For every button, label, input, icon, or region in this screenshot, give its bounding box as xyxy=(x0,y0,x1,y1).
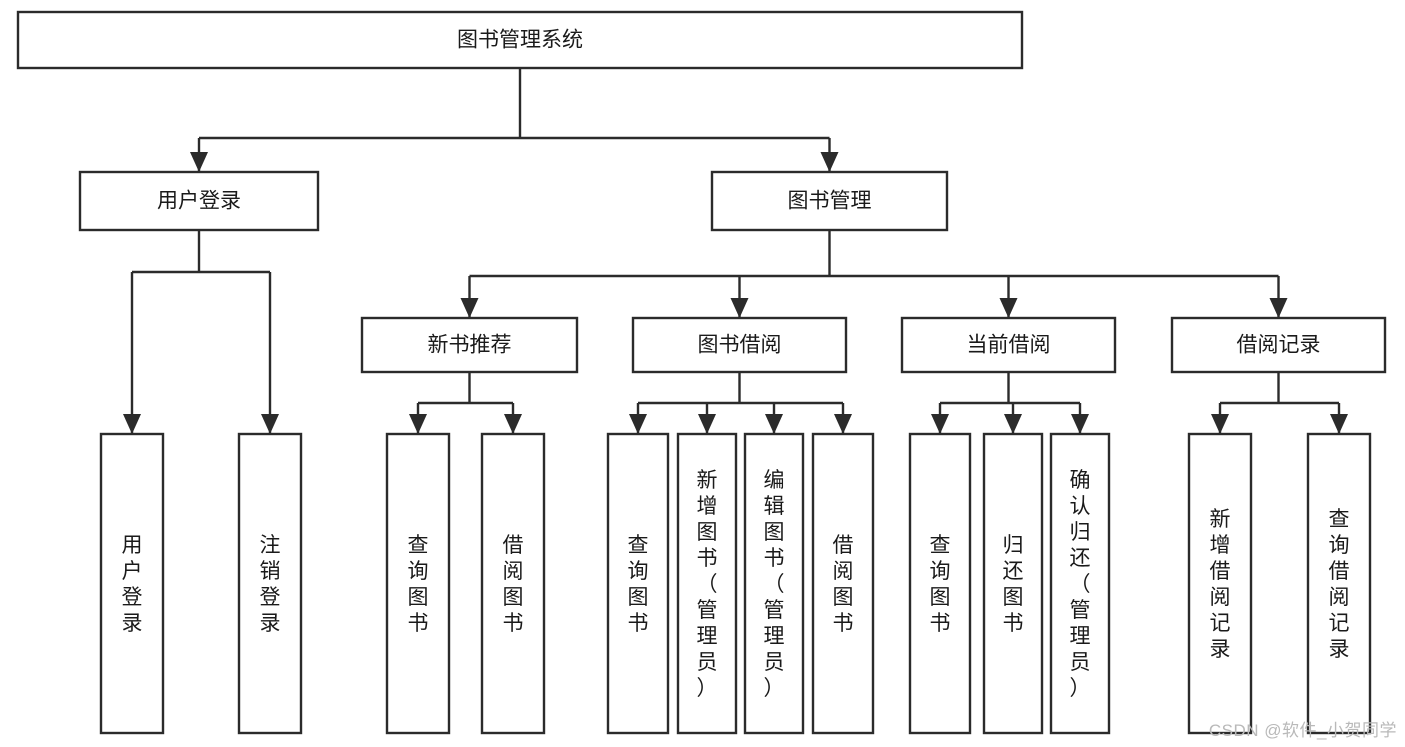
edge-arrowhead xyxy=(504,414,522,434)
node-leaf-query-book-rec[interactable]: 查询图书 xyxy=(385,432,451,735)
node-leaf-add-book[interactable]: 新增图书（管理员） xyxy=(676,432,738,735)
node-box[interactable] xyxy=(710,170,949,232)
node-label: 新书推荐 xyxy=(428,334,512,357)
edge-group xyxy=(123,230,279,434)
edge-arrowhead xyxy=(765,414,783,434)
node-label: 查询图书 xyxy=(930,534,951,635)
node-label: 新增图书（管理员） xyxy=(697,469,718,700)
node-box[interactable] xyxy=(385,432,451,735)
edge-arrowhead xyxy=(698,414,716,434)
edge-arrowhead xyxy=(1330,414,1348,434)
node-label: 注销登录 xyxy=(260,534,281,635)
node-box[interactable] xyxy=(908,432,972,735)
edge-arrowhead xyxy=(1269,298,1288,318)
node-borrow-record[interactable]: 借阅记录 xyxy=(1170,316,1387,374)
edge-arrowhead xyxy=(730,298,749,318)
node-label: 编辑图书（管理员） xyxy=(764,469,785,700)
node-box[interactable] xyxy=(16,10,1024,70)
node-label: 查询图书 xyxy=(408,534,429,635)
edge-arrowhead xyxy=(1211,414,1229,434)
edge-group xyxy=(190,68,839,172)
node-label: 图书管理 xyxy=(788,190,872,213)
node-box[interactable] xyxy=(1049,432,1111,735)
node-box[interactable] xyxy=(982,432,1044,735)
node-box[interactable] xyxy=(480,432,546,735)
edge-arrowhead xyxy=(820,152,839,172)
node-label: 查询图书 xyxy=(628,534,649,635)
node-label: 借阅图书 xyxy=(833,534,854,635)
node-label: 用户登录 xyxy=(157,190,241,213)
node-leaf-return-book[interactable]: 归还图书 xyxy=(982,432,1044,735)
node-book-manage[interactable]: 图书管理 xyxy=(710,170,949,232)
node-leaf-query-record[interactable]: 查询借阅记录 xyxy=(1306,432,1372,735)
node-user-login[interactable]: 用户登录 xyxy=(78,170,320,232)
edge-group xyxy=(409,372,522,434)
node-box[interactable] xyxy=(78,170,320,232)
node-box[interactable] xyxy=(676,432,738,735)
node-label: 图书借阅 xyxy=(698,334,782,357)
edge-group xyxy=(931,372,1089,434)
node-book-borrow[interactable]: 图书借阅 xyxy=(631,316,848,374)
node-leaf-query-book-cur[interactable]: 查询图书 xyxy=(908,432,972,735)
edge-arrowhead xyxy=(123,414,141,434)
node-leaf-borrow-book-rec[interactable]: 借阅图书 xyxy=(480,432,546,735)
node-label: 图书管理系统 xyxy=(457,29,583,52)
edge-arrowhead xyxy=(261,414,279,434)
node-leaf-user-logout[interactable]: 注销登录 xyxy=(237,432,303,735)
node-box[interactable] xyxy=(606,432,670,735)
node-label: 借阅记录 xyxy=(1237,334,1321,357)
node-label: 归还图书 xyxy=(1003,534,1024,635)
node-label: 确认归还（管理员） xyxy=(1070,469,1091,700)
node-layer: 图书管理系统用户登录图书管理新书推荐图书借阅当前借阅借阅记录用户登录注销登录查询… xyxy=(16,10,1387,735)
node-new-book-rec[interactable]: 新书推荐 xyxy=(360,316,579,374)
node-box[interactable] xyxy=(1170,316,1387,374)
node-current-borrow[interactable]: 当前借阅 xyxy=(900,316,1117,374)
edge-arrowhead xyxy=(460,298,479,318)
node-leaf-query-book-borrow[interactable]: 查询图书 xyxy=(606,432,670,735)
edge-arrowhead xyxy=(834,414,852,434)
node-label: 新增借阅记录 xyxy=(1210,508,1231,661)
node-box[interactable] xyxy=(99,432,165,735)
node-box[interactable] xyxy=(631,316,848,374)
node-label: 查询借阅记录 xyxy=(1329,508,1350,661)
node-root[interactable]: 图书管理系统 xyxy=(16,10,1024,70)
edge-arrowhead xyxy=(999,298,1018,318)
node-box[interactable] xyxy=(237,432,303,735)
node-box[interactable] xyxy=(811,432,875,735)
edge-arrowhead xyxy=(931,414,949,434)
node-leaf-edit-book[interactable]: 编辑图书（管理员） xyxy=(743,432,805,735)
node-leaf-borrow-book[interactable]: 借阅图书 xyxy=(811,432,875,735)
node-label: 借阅图书 xyxy=(503,534,524,635)
edge-group xyxy=(629,372,852,434)
node-box[interactable] xyxy=(1187,432,1253,735)
edge-group xyxy=(1211,372,1348,434)
edge-arrowhead xyxy=(409,414,427,434)
node-leaf-confirm-return[interactable]: 确认归还（管理员） xyxy=(1049,432,1111,735)
edge-arrowhead xyxy=(190,152,208,172)
node-box[interactable] xyxy=(900,316,1117,374)
node-label: 用户登录 xyxy=(122,534,143,635)
node-box[interactable] xyxy=(360,316,579,374)
node-leaf-user-login[interactable]: 用户登录 xyxy=(99,432,165,735)
node-box[interactable] xyxy=(1306,432,1372,735)
edge-arrowhead xyxy=(1004,414,1022,434)
node-box[interactable] xyxy=(743,432,805,735)
edge-group xyxy=(460,230,1288,318)
node-leaf-add-record[interactable]: 新增借阅记录 xyxy=(1187,432,1253,735)
edge-layer xyxy=(123,68,1348,434)
edge-arrowhead xyxy=(629,414,647,434)
node-label: 当前借阅 xyxy=(967,334,1051,357)
edge-arrowhead xyxy=(1071,414,1089,434)
